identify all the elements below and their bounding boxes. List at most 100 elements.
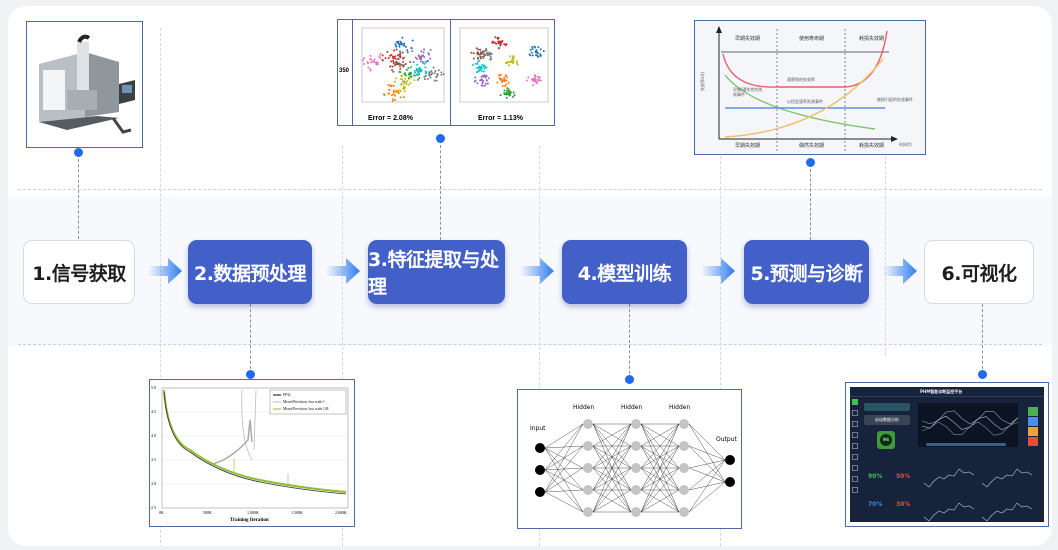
scatter-point (395, 60, 398, 63)
loss-x-tick: 0K (159, 510, 164, 515)
nn-edge (688, 459, 726, 513)
scatter-point (397, 57, 400, 60)
scatter-point (499, 73, 502, 76)
scatter-point (481, 84, 484, 87)
nn-node (583, 441, 593, 451)
nn-node (679, 441, 689, 451)
scatter-point (398, 50, 401, 53)
scatter-point (413, 79, 416, 82)
scatter-point (406, 80, 409, 83)
scatter-point (485, 51, 488, 54)
scatter-point (531, 45, 534, 48)
dash-line-series (921, 421, 1019, 436)
arrow-right-icon (520, 258, 554, 284)
scatter-point (530, 51, 533, 54)
scatter-point (409, 60, 412, 63)
scatter-point (366, 62, 369, 65)
scatter-point (361, 59, 364, 62)
nn-edge (592, 467, 632, 513)
scatter-point (398, 55, 401, 58)
connector-5 (810, 164, 811, 240)
scatter-point (415, 67, 418, 70)
scatter-point (395, 89, 398, 92)
scatter-point (421, 54, 424, 57)
scatter-point (472, 57, 475, 60)
scatter-point (374, 61, 377, 64)
guide-col (342, 146, 343, 546)
scatter-point (414, 71, 417, 74)
scatter-point (416, 73, 419, 76)
scatter-point (379, 56, 382, 59)
step-visualization[interactable]: 6.可视化 (924, 240, 1034, 304)
scatter-point (497, 47, 500, 50)
scatter-point (394, 94, 397, 97)
scatter-point (533, 74, 536, 77)
step-data-preprocessing[interactable]: 2.数据预处理 (188, 240, 312, 304)
scatter-point (369, 58, 372, 61)
scatter-point (392, 84, 395, 87)
scatter-point (536, 52, 539, 55)
dash-status-tile (1028, 427, 1038, 436)
guide-line-top (18, 189, 1042, 190)
dash-range-slider[interactable] (926, 443, 1006, 446)
scatter-point (509, 94, 512, 97)
scatter-point (399, 68, 402, 71)
dashboard-sidebar (852, 399, 860, 519)
dashboard-start-button[interactable]: 启动数据分析 (864, 415, 910, 425)
scatter-point (506, 87, 509, 90)
scatter-point (486, 53, 489, 56)
scatter-point (502, 79, 505, 82)
connector-dot-2 (246, 370, 255, 379)
phase-bottom-early: 早期失效期 (735, 143, 761, 149)
scatter-point (414, 74, 417, 77)
scatter-point (542, 50, 545, 53)
scatter-point (509, 55, 512, 58)
scatter-point (537, 75, 540, 78)
scatter-point (382, 93, 385, 96)
nn-edge (640, 423, 680, 447)
scatter-point (495, 42, 498, 45)
scatter-point (370, 61, 373, 64)
nn-output-label: Output (716, 436, 737, 443)
step-model-training[interactable]: 4.模型训练 (562, 240, 687, 304)
scatter-point (416, 63, 419, 66)
neural-network-panel: Input Hidden Hidden Hidden Output (517, 389, 742, 529)
loss-x-label: Training Iteration (230, 518, 269, 523)
scatter-point (395, 41, 398, 44)
nn-node (679, 507, 689, 517)
step-signal-acquisition[interactable]: 1.信号获取 (23, 240, 135, 304)
scatter-point (515, 61, 518, 64)
scatter-point (401, 57, 404, 60)
scatter-point (476, 67, 479, 70)
scatter-point (394, 77, 397, 80)
nn-node (583, 463, 593, 473)
scatter-point (407, 83, 410, 86)
scatter-point (497, 40, 500, 43)
metric-1: 90% (868, 473, 883, 480)
bathtub-y-label: 失效率λ(t) (700, 71, 705, 91)
nn-edge (544, 423, 584, 471)
scatter-point (509, 91, 512, 94)
scatter-frame (459, 27, 549, 103)
scatter-point (399, 54, 402, 57)
training-loss-chart (161, 387, 349, 509)
scatter-point (480, 69, 483, 72)
step-prediction-diagnosis[interactable]: 5.预测与诊断 (744, 240, 869, 304)
scatter-point (507, 88, 510, 91)
scatter-point (420, 50, 423, 53)
nn-edge (544, 467, 584, 493)
scatter-point (418, 73, 421, 76)
scatter-point (410, 75, 413, 78)
scatter-point (398, 43, 401, 46)
dash-mini-chart (981, 502, 1033, 522)
scatter-point (516, 63, 519, 66)
scatter-point (399, 78, 402, 81)
step-feature-extraction[interactable]: 3.特征提取与处理 (368, 240, 505, 304)
guide-col (539, 146, 540, 546)
scatter-point (407, 73, 410, 76)
scatter-point (477, 48, 480, 51)
nn-edge (688, 459, 726, 469)
nn-edge (688, 481, 726, 513)
scatter-point (413, 69, 416, 72)
dashboard-select[interactable] (864, 403, 910, 411)
